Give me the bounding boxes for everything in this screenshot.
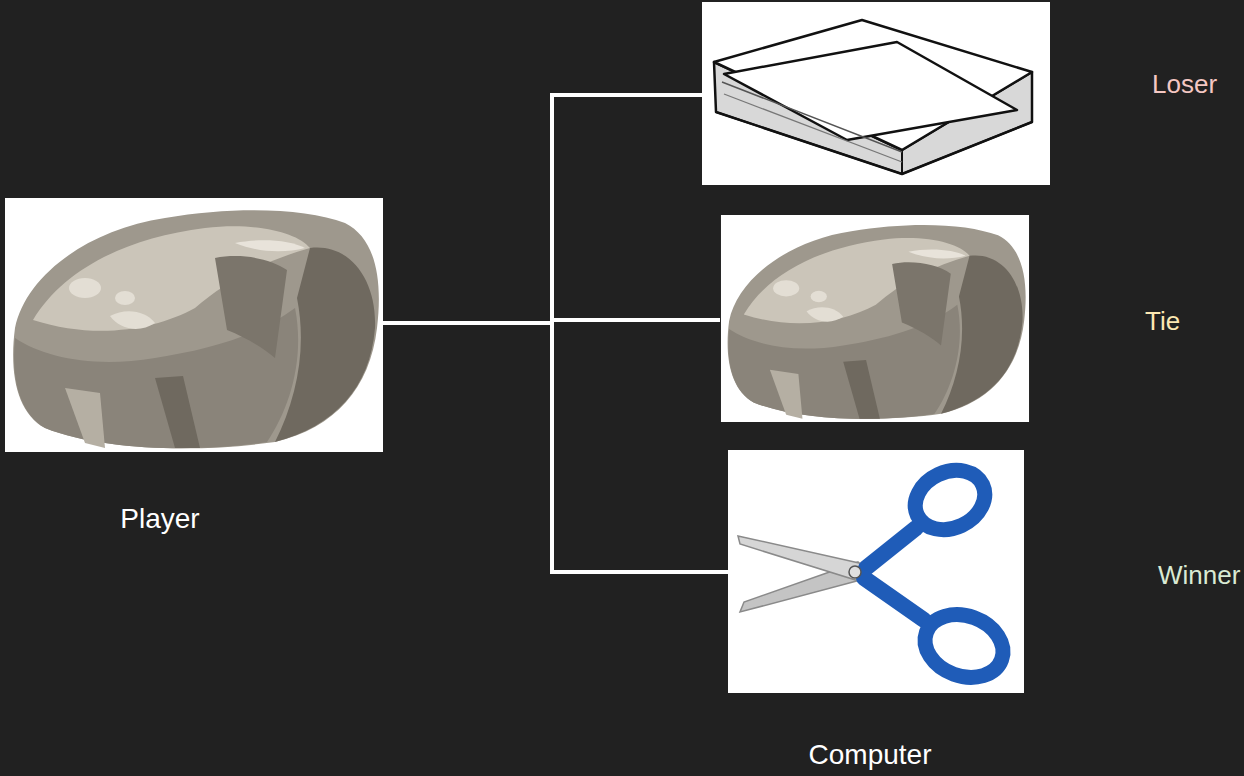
group-label: Computer [809,739,932,771]
outcome-node: Winner [728,450,1240,693]
paper-image [702,2,1050,185]
scissors-image [728,450,1024,693]
connector-line [383,323,728,572]
player-rock-image [5,198,383,452]
outcome-label: Tie [1145,307,1180,337]
outcome-node: Loser [702,2,1242,185]
outcome-node: Tie [720,215,1240,422]
outcome-label: Loser [1152,70,1217,100]
connector-line [383,320,720,323]
connector-line [383,95,702,323]
computer-rock-image [721,215,1029,422]
player-label: Player [5,503,315,535]
outcome-label: Winner [1158,561,1240,591]
player-node: Player [5,198,383,543]
